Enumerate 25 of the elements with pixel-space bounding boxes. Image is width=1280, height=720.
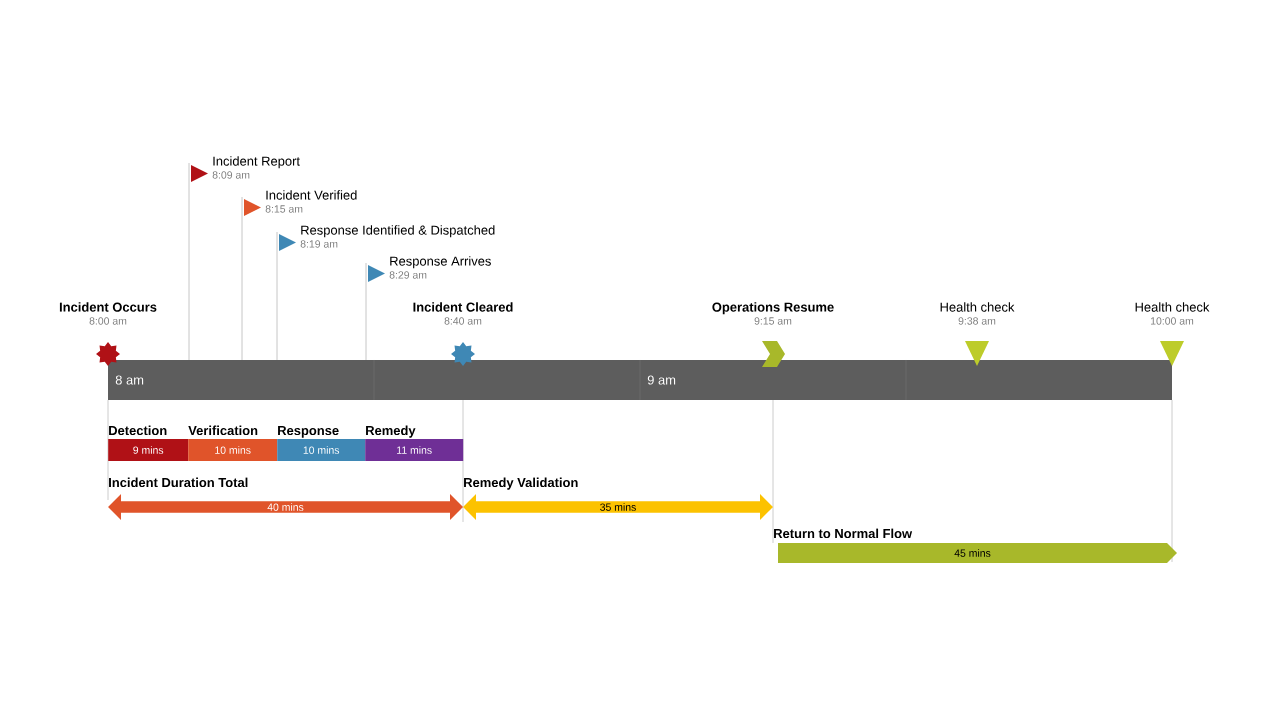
duration-bar: 40 mins: [108, 494, 463, 520]
phase-heading: Detection: [109, 425, 167, 436]
flag-label: Incident Report 8:09 am: [212, 156, 300, 179]
milestone-label: Health check 9:38 am: [940, 302, 1015, 325]
flag-label: Response Identified & Dispatched 8:19 am: [300, 225, 495, 248]
flag-label: Incident Verified 8:15 am: [265, 190, 357, 213]
phase-bar: 11 mins: [365, 439, 464, 461]
time-label: 9 am: [647, 375, 676, 385]
duration-heading: Return to Normal Flow: [774, 528, 913, 539]
phase-bar: 10 mins: [188, 439, 278, 461]
duration-bar: 45 mins: [778, 543, 1177, 563]
duration-heading: Incident Duration Total: [109, 477, 248, 488]
milestone-label: Incident Occurs 8:00 am: [59, 302, 157, 325]
phase-heading: Remedy: [366, 425, 416, 438]
time-label: 8 am: [115, 375, 144, 385]
phase-heading: Verification: [188, 425, 258, 436]
milestone-label: Health check 10:00 am: [1135, 302, 1210, 325]
milestone-label: Incident Cleared 8:40 am: [413, 302, 513, 325]
duration-heading: Remedy Validation: [464, 477, 578, 490]
duration-bar: 35 mins: [463, 494, 773, 520]
phase-bar: 10 mins: [277, 439, 366, 461]
flag-label: Response Arrives 8:29 am: [389, 256, 491, 279]
milestone-label: Operations Resume 9:15 am: [712, 302, 834, 325]
phase-bar: 9 mins: [108, 439, 189, 461]
phase-heading: Response: [278, 426, 339, 438]
